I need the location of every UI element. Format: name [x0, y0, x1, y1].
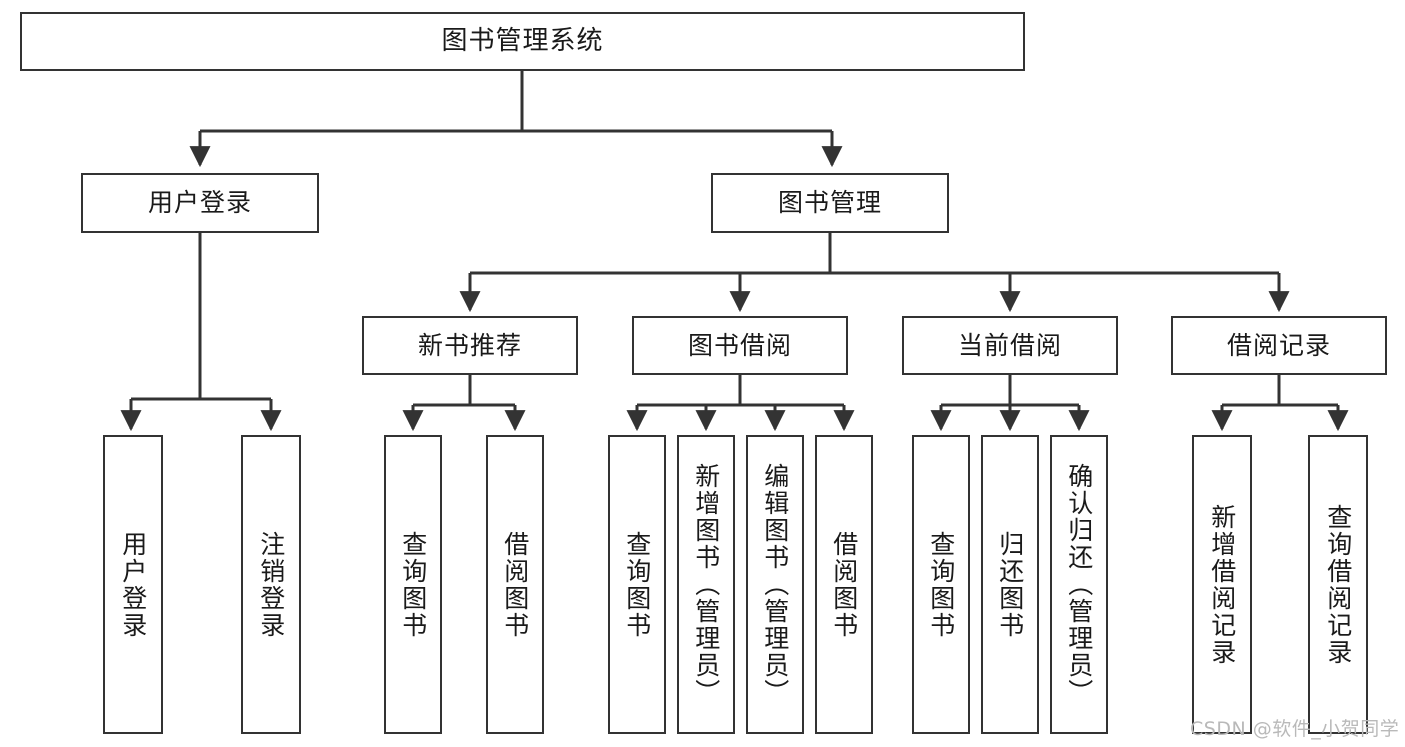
- node-new-book-recommend[interactable]: 新书推荐: [362, 316, 578, 375]
- node-current-borrow[interactable]: 当前借阅: [902, 316, 1118, 375]
- node-label: 图书管理系统: [441, 26, 604, 57]
- node-label: 用户登录: [118, 530, 148, 639]
- node-label: 查询借阅记录: [1323, 503, 1353, 666]
- node-label: 查询图书: [622, 530, 652, 639]
- node-label: 确认归还（管理员）: [1064, 463, 1094, 706]
- leaf-query-book-2[interactable]: 查询图书: [608, 435, 666, 734]
- node-label: 编辑图书（管理员）: [760, 463, 790, 706]
- node-user-login[interactable]: 用户登录: [81, 173, 319, 233]
- node-label: 当前借阅: [957, 330, 1062, 360]
- leaf-query-book-3[interactable]: 查询图书: [912, 435, 970, 734]
- leaf-query-borrow-record[interactable]: 查询借阅记录: [1308, 435, 1368, 734]
- node-label: 新增图书（管理员）: [691, 463, 721, 706]
- node-label: 新书推荐: [417, 330, 522, 360]
- leaf-return-book[interactable]: 归还图书: [981, 435, 1039, 734]
- leaf-confirm-return[interactable]: 确认归还（管理员）: [1050, 435, 1108, 734]
- node-label: 用户登录: [147, 188, 252, 218]
- node-label: 借阅图书: [829, 530, 859, 639]
- node-book-borrow[interactable]: 图书借阅: [632, 316, 848, 375]
- node-label: 新增借阅记录: [1207, 503, 1237, 666]
- leaf-user-login[interactable]: 用户登录: [103, 435, 163, 734]
- node-label: 注销登录: [256, 530, 286, 639]
- node-label: 借阅图书: [500, 530, 530, 639]
- leaf-borrow-book-1[interactable]: 借阅图书: [486, 435, 544, 734]
- node-borrow-record[interactable]: 借阅记录: [1171, 316, 1387, 375]
- leaf-edit-book[interactable]: 编辑图书（管理员）: [746, 435, 804, 734]
- node-label: 查询图书: [926, 530, 956, 639]
- leaf-add-borrow-record[interactable]: 新增借阅记录: [1192, 435, 1252, 734]
- leaf-query-book-1[interactable]: 查询图书: [384, 435, 442, 734]
- node-label: 归还图书: [995, 530, 1025, 639]
- leaf-add-book[interactable]: 新增图书（管理员）: [677, 435, 735, 734]
- csdn-watermark: CSDN @软件_小贺同学: [1190, 718, 1400, 740]
- node-label: 图书借阅: [687, 330, 792, 360]
- node-label: 图书管理: [777, 188, 882, 218]
- node-label: 查询图书: [398, 530, 428, 639]
- node-book-management[interactable]: 图书管理: [711, 173, 949, 233]
- leaf-user-logout[interactable]: 注销登录: [241, 435, 301, 734]
- node-label: 借阅记录: [1226, 330, 1331, 360]
- leaf-borrow-book-2[interactable]: 借阅图书: [815, 435, 873, 734]
- node-book-management-system[interactable]: 图书管理系统: [20, 12, 1025, 71]
